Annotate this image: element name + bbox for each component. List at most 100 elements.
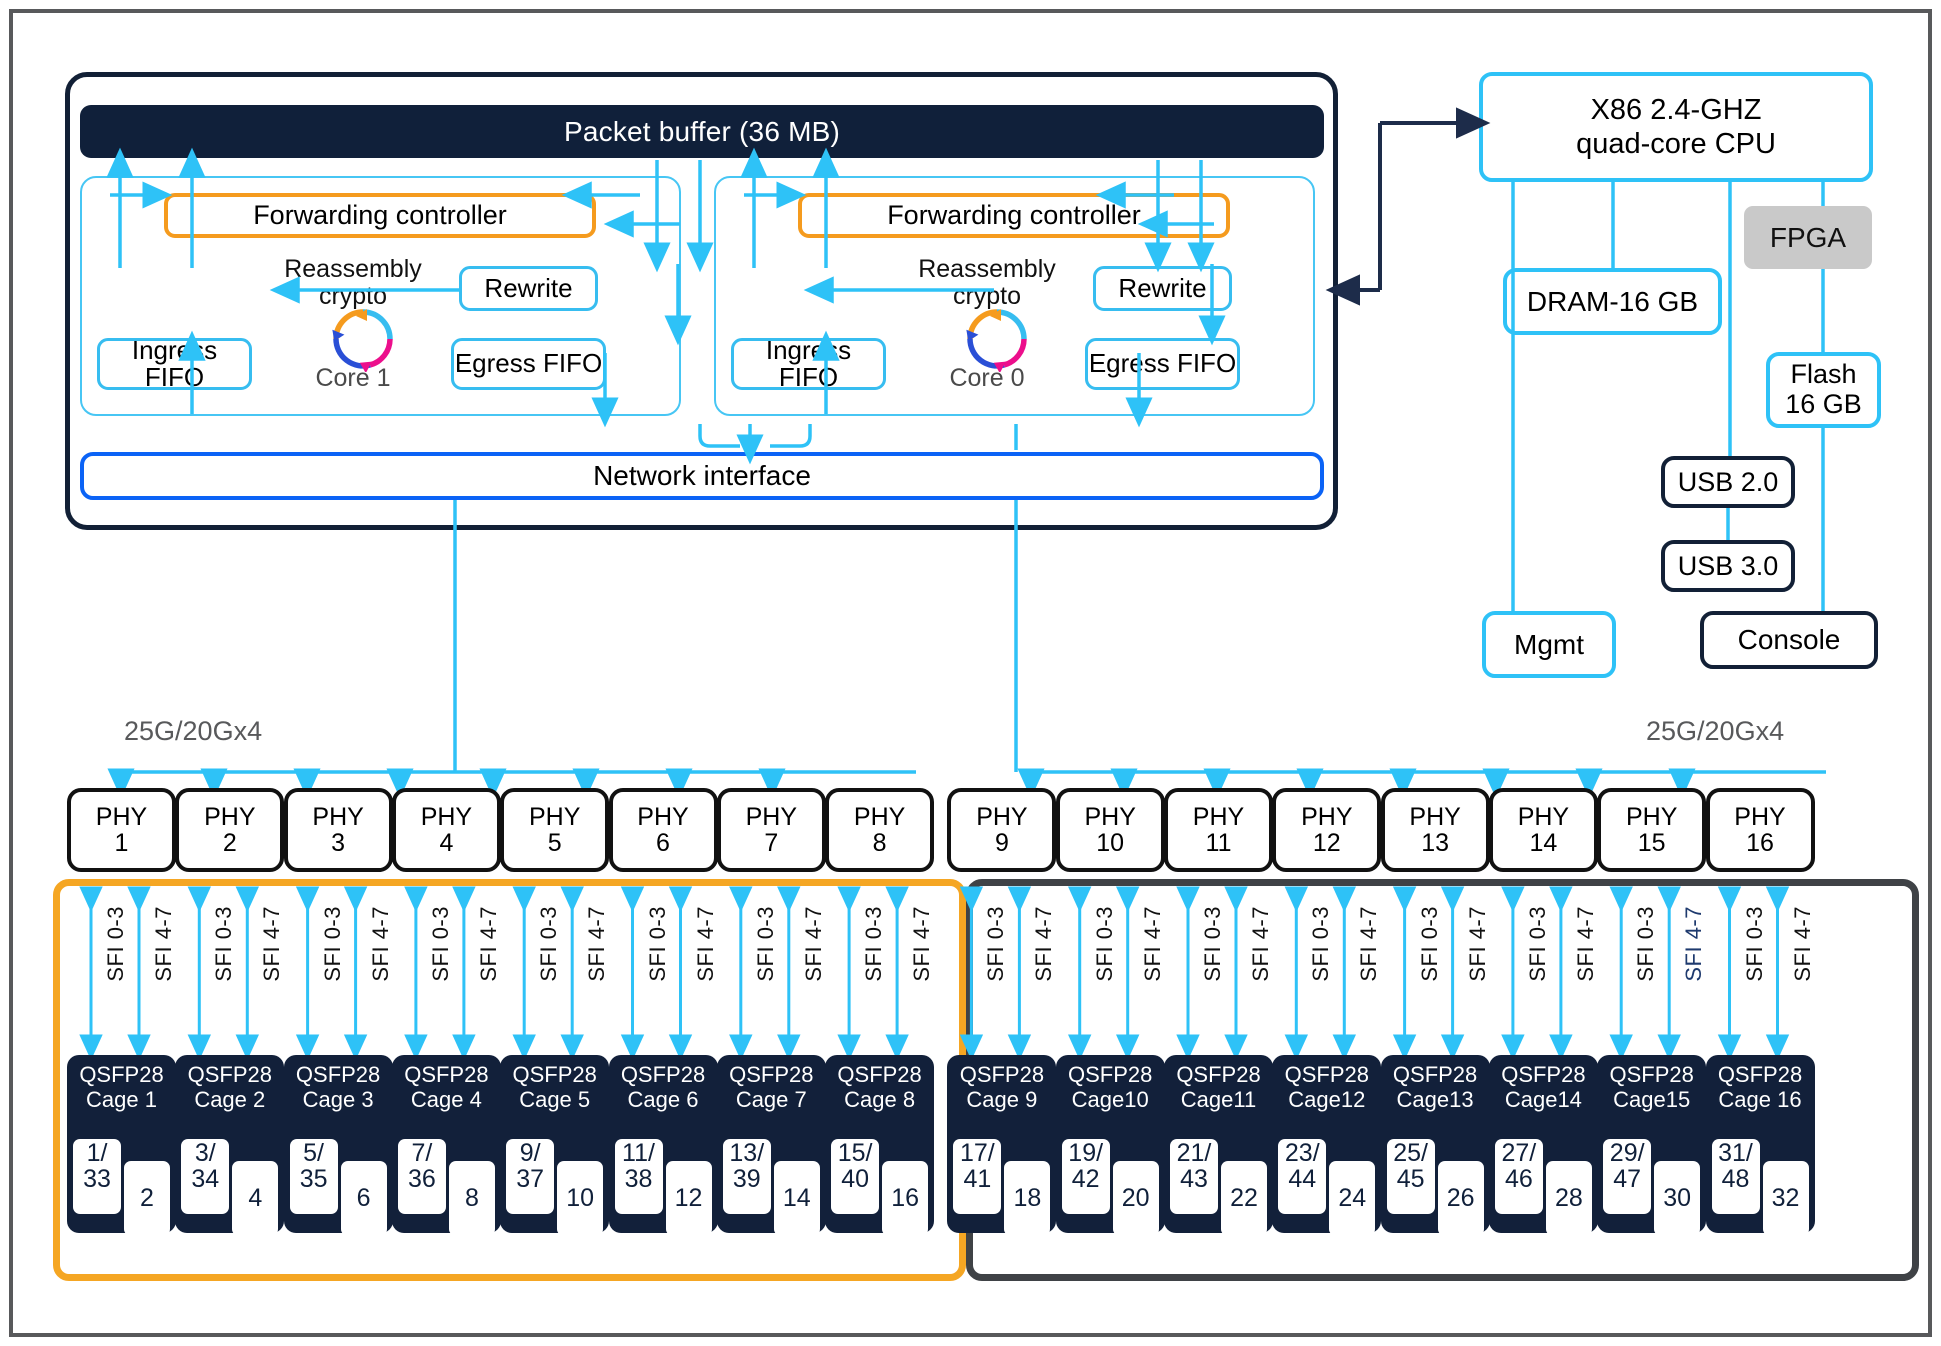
ingress-fifo-1[interactable]: Ingress FIFO [97,336,252,391]
cage-port-primary[interactable]: 5/35 [289,1139,338,1214]
cage-port-secondary[interactable]: 4 [232,1161,279,1236]
forwarding-controller-0[interactable]: Forwarding controller [798,193,1230,238]
cage-port-secondary[interactable]: 28 [1545,1161,1592,1236]
ingress-fifo-0[interactable]: Ingress FIFO [731,336,886,391]
cage-port-primary[interactable]: 13/39 [722,1139,771,1214]
cage-port-primary[interactable]: 17/41 [953,1139,1002,1214]
cage-type: QSFP28 [1609,1062,1694,1087]
sfi-label-phy16-low: SFI 0-3 [1741,906,1767,982]
cage-port-secondary[interactable]: 32 [1762,1161,1809,1236]
dram-block[interactable]: DRAM-16 GB [1503,268,1722,335]
cage-type: QSFP28 [1717,1062,1803,1087]
cage-port-primary[interactable]: 7/36 [397,1139,446,1214]
cage-port-primary[interactable]: 23/44 [1278,1139,1327,1214]
fpga-block[interactable]: FPGA [1744,206,1872,269]
cage-port-secondary[interactable]: 22 [1221,1161,1267,1236]
cage-port-primary[interactable]: 27/46 [1494,1139,1543,1214]
port-primary-top: 13/ [729,1139,765,1167]
cage-port-secondary[interactable]: 6 [340,1161,387,1236]
cage-name: Cage14 [1504,1086,1582,1112]
mgmt-port-block[interactable]: Mgmt [1482,611,1616,678]
cage-type: QSFP28 [1176,1062,1261,1087]
cage-port-secondary[interactable]: 12 [665,1161,712,1236]
console-port-block[interactable]: Console [1700,611,1878,669]
cage-port-primary[interactable]: 9/37 [506,1139,555,1214]
cage-port-primary[interactable]: 3/34 [181,1139,230,1214]
cage-port-primary[interactable]: 19/42 [1061,1139,1110,1214]
cpu-block[interactable]: X86 2.4-GHZ quad-core CPU [1479,72,1873,182]
cage-port-primary[interactable]: 21/43 [1170,1139,1218,1214]
cage-port-primary[interactable]: 29/47 [1603,1139,1652,1214]
packet-buffer: Packet buffer (36 MB) [80,105,1324,158]
cage-port-secondary[interactable]: 26 [1437,1161,1484,1236]
flash-block[interactable]: Flash 16 GB [1766,352,1881,428]
cage-port-secondary[interactable]: 24 [1329,1161,1376,1236]
phy-number: 3 [331,829,346,857]
cage-port-secondary[interactable]: 2 [124,1161,170,1236]
core-panel-1: Forwarding controller Reassembly crypto … [80,176,681,416]
cage-port-primary[interactable]: 1/33 [73,1139,121,1214]
cage-port-secondary[interactable]: 30 [1654,1161,1701,1236]
cage-port-primary[interactable]: 11/38 [614,1139,663,1214]
cage-port-primary[interactable]: 25/45 [1386,1139,1435,1214]
rewrite-block-1[interactable]: Rewrite [459,266,598,311]
egress-fifo-0[interactable]: Egress FIFO [1085,338,1240,390]
usb2-block[interactable]: USB 2.0 [1661,456,1795,508]
cage-type: QSFP28 [620,1062,706,1087]
usb3-block[interactable]: USB 3.0 [1661,540,1795,592]
cage-port-secondary[interactable]: 18 [1004,1161,1051,1236]
cage-port-secondary[interactable]: 20 [1112,1161,1159,1236]
flash-line-2: 16 GB [1785,389,1862,419]
phy-number: 16 [1746,829,1774,857]
cage-port-secondary[interactable]: 16 [882,1161,929,1236]
cage-port-secondary[interactable]: 10 [557,1161,604,1236]
speed-label-right: 25G/20Gx4 [1646,716,1785,746]
cage-type: QSFP28 [79,1062,164,1087]
cage-port-secondary[interactable]: 8 [448,1161,495,1236]
cage-port-secondary[interactable]: 14 [773,1161,820,1236]
phy-prefix: PHY [204,802,256,831]
egress-fifo-1[interactable]: Egress FIFO [451,338,606,390]
port-primary-top: 7/ [411,1139,433,1167]
cage-name: Cage 9 [966,1086,1038,1112]
forwarding-controller-1[interactable]: Forwarding controller [164,193,596,238]
cage-port-primary[interactable]: 31/48 [1711,1139,1760,1214]
rewrite-block-0[interactable]: Rewrite [1093,266,1232,311]
cage-port-primary[interactable]: 15/40 [831,1139,880,1214]
core-panel-0: Forwarding controller Reassembly crypto … [714,176,1315,416]
